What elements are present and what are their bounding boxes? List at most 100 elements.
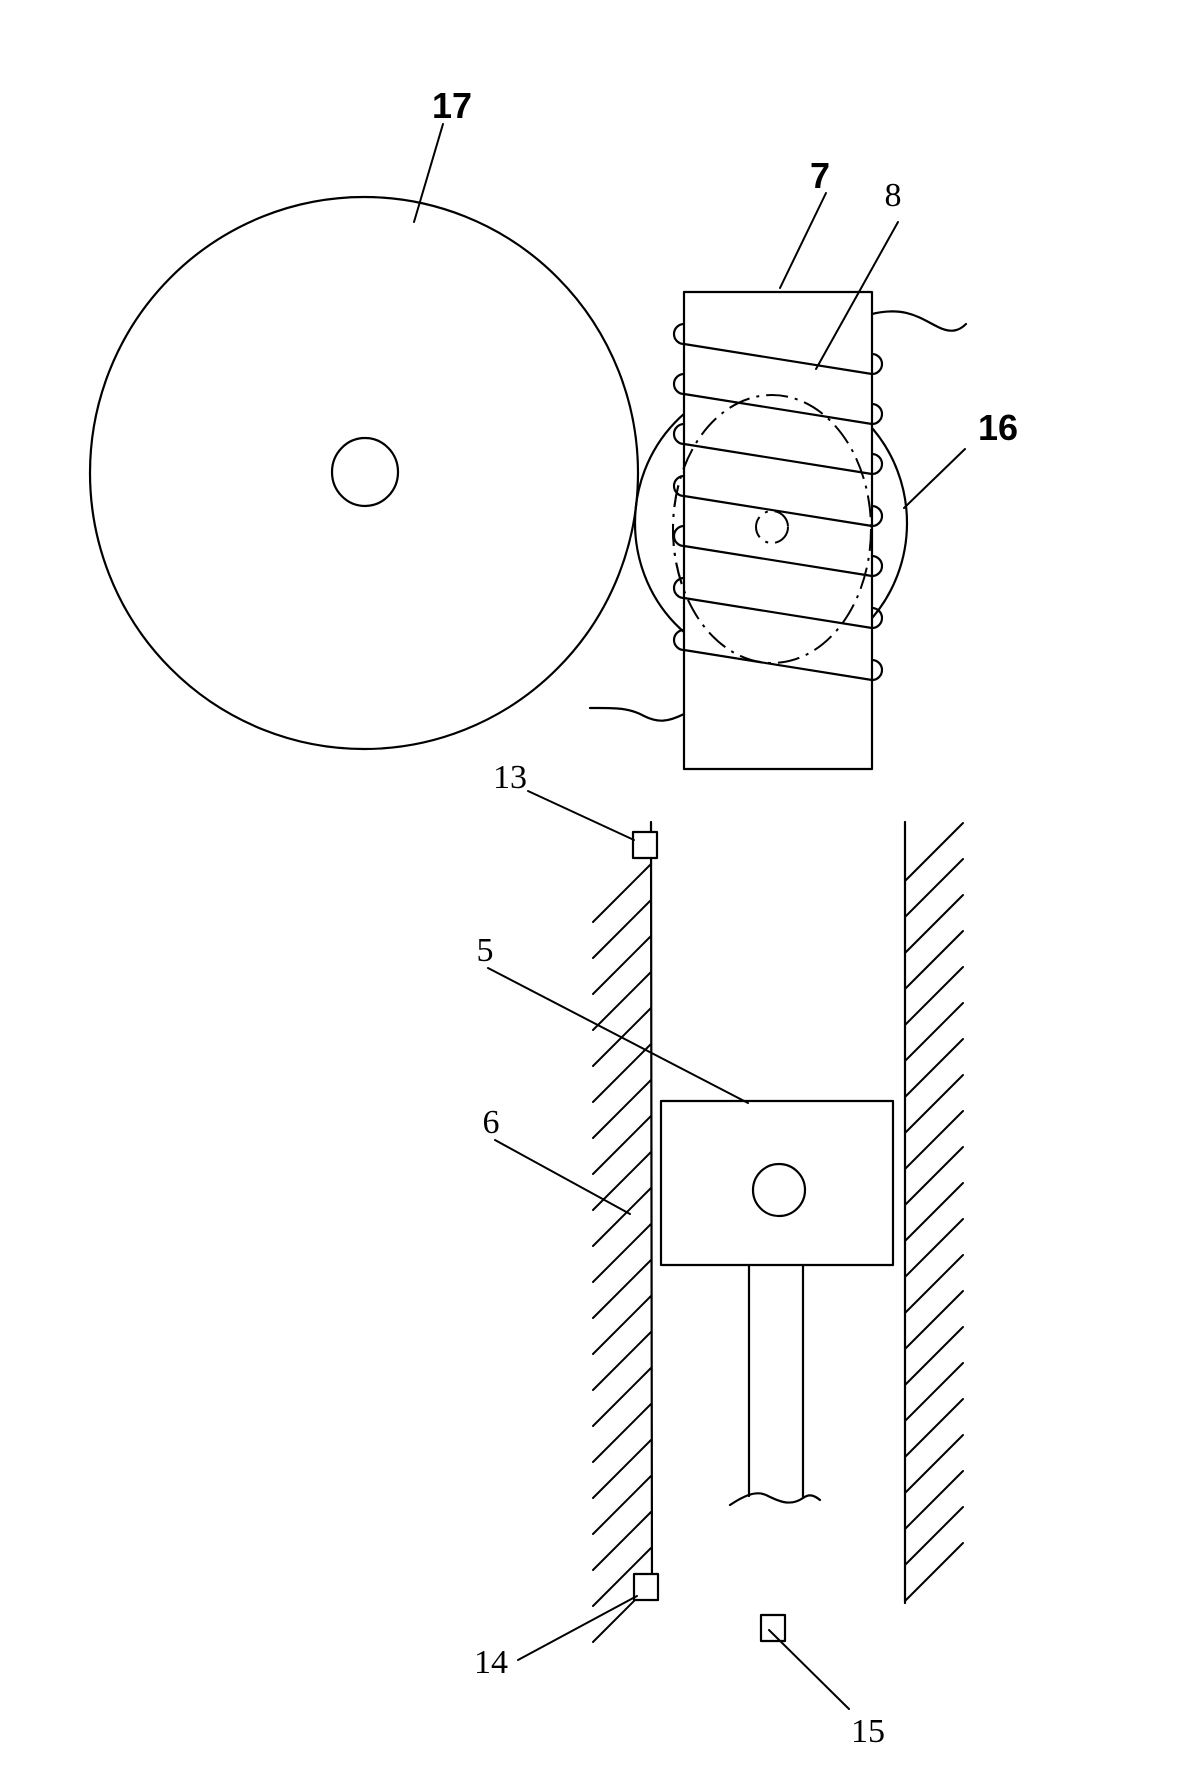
hatch-stroke <box>904 930 964 990</box>
left-wall-6 <box>592 820 654 1643</box>
coil-loop-right <box>870 402 884 426</box>
hatch-stroke <box>592 1403 652 1463</box>
hatch-stroke <box>904 1506 964 1566</box>
leader-7 <box>779 192 827 289</box>
label-17: 17 <box>432 85 472 126</box>
coil-turn <box>682 596 874 630</box>
coil-loop-right <box>870 352 884 376</box>
hatch-stroke <box>904 1362 964 1422</box>
coil-loop-right <box>870 554 884 578</box>
hatch-stroke <box>592 863 652 923</box>
hatch-stroke <box>592 1043 652 1103</box>
coil-loop-left <box>672 322 686 346</box>
hatch-stroke <box>904 1434 964 1494</box>
hatch-stroke <box>592 1079 652 1139</box>
hatch-stroke <box>904 1002 964 1062</box>
leader-16 <box>903 448 966 509</box>
sensor-14 <box>632 1572 660 1602</box>
hatch-stroke <box>592 971 652 1031</box>
coil-loop-left <box>672 372 686 396</box>
leader-15 <box>768 1629 850 1710</box>
hatch-stroke <box>592 899 652 959</box>
label-13: 13 <box>493 759 527 796</box>
coil-turn <box>682 342 874 376</box>
coil-loop-left <box>672 474 686 498</box>
coil-loop-left <box>672 628 686 652</box>
core-block-7 <box>682 290 874 771</box>
hatch-stroke <box>904 1470 964 1530</box>
slider-pin <box>751 1162 807 1218</box>
hatch-stroke <box>904 966 964 1026</box>
label-7: 7 <box>810 155 830 196</box>
hatch-stroke <box>592 1511 652 1571</box>
hatch-stroke <box>904 858 964 918</box>
lead-wire-top <box>870 310 968 332</box>
hatch-stroke <box>592 1547 652 1607</box>
hatch-stroke <box>592 1331 652 1391</box>
leader-13 <box>527 790 635 841</box>
hatch-stroke <box>592 1295 652 1355</box>
hatch-stroke <box>592 1115 652 1175</box>
hatch-stroke <box>904 1218 964 1278</box>
coil-turn <box>682 494 874 528</box>
hatch-stroke <box>904 1110 964 1170</box>
hatch-stroke <box>592 1367 652 1427</box>
left-wall-hatching <box>592 863 652 1643</box>
coil-turn <box>682 544 874 578</box>
hatch-stroke <box>592 1187 652 1247</box>
hatch-stroke <box>904 1254 964 1314</box>
hatch-stroke <box>904 1146 964 1206</box>
hatch-stroke <box>592 1151 652 1211</box>
leader-lines <box>413 123 966 1710</box>
wheel-17-hub <box>330 436 400 508</box>
label-5: 5 <box>477 932 494 969</box>
rod-break-line <box>728 1492 822 1507</box>
core-hidden-hub <box>755 510 789 544</box>
coil-turn <box>682 442 874 476</box>
sensor-15 <box>759 1613 787 1643</box>
hatch-stroke <box>904 1398 964 1458</box>
coil-loop-right <box>870 452 884 476</box>
hatch-stroke <box>904 894 964 954</box>
right-wall <box>903 820 964 1605</box>
slider-block <box>659 1099 895 1267</box>
label-16: 16 <box>978 407 1018 448</box>
leader-5 <box>487 967 749 1104</box>
leader-6 <box>494 1139 631 1215</box>
hatch-stroke <box>904 1182 964 1242</box>
hatch-stroke <box>592 935 652 995</box>
sensor-13 <box>631 830 659 860</box>
core-hidden-outline <box>672 394 872 664</box>
leader-14 <box>517 1595 638 1661</box>
wheel-17 <box>88 195 640 751</box>
coil-turn <box>682 392 874 426</box>
label-14: 14 <box>474 1644 508 1681</box>
hatch-stroke <box>904 822 964 882</box>
right-wall-hatching <box>904 822 964 1602</box>
hatch-stroke <box>592 1259 652 1319</box>
coil-loop-left <box>672 576 686 600</box>
coil-loop-right <box>870 658 884 682</box>
coil-loop-right <box>870 504 884 528</box>
hatch-stroke <box>904 1074 964 1134</box>
coil-loop-left <box>672 422 686 446</box>
hatch-stroke <box>904 1326 964 1386</box>
coil-turn <box>682 648 874 682</box>
hatch-stroke <box>592 1439 652 1499</box>
hatch-stroke <box>592 1223 652 1283</box>
label-15: 15 <box>851 1713 885 1750</box>
hatch-stroke <box>904 1038 964 1098</box>
coil-loop-right <box>870 606 884 630</box>
hatch-stroke <box>904 1290 964 1350</box>
left-wall-line <box>649 820 654 1602</box>
leader-8 <box>815 221 899 370</box>
coil-loop-left <box>672 524 686 548</box>
lead-wire-bottom <box>588 706 686 722</box>
label-6: 6 <box>483 1104 500 1141</box>
hatch-stroke <box>904 1542 964 1602</box>
hatch-stroke <box>592 1475 652 1535</box>
slider-5 <box>659 1099 895 1507</box>
coil-8 <box>672 322 884 682</box>
leader-17 <box>413 123 444 223</box>
